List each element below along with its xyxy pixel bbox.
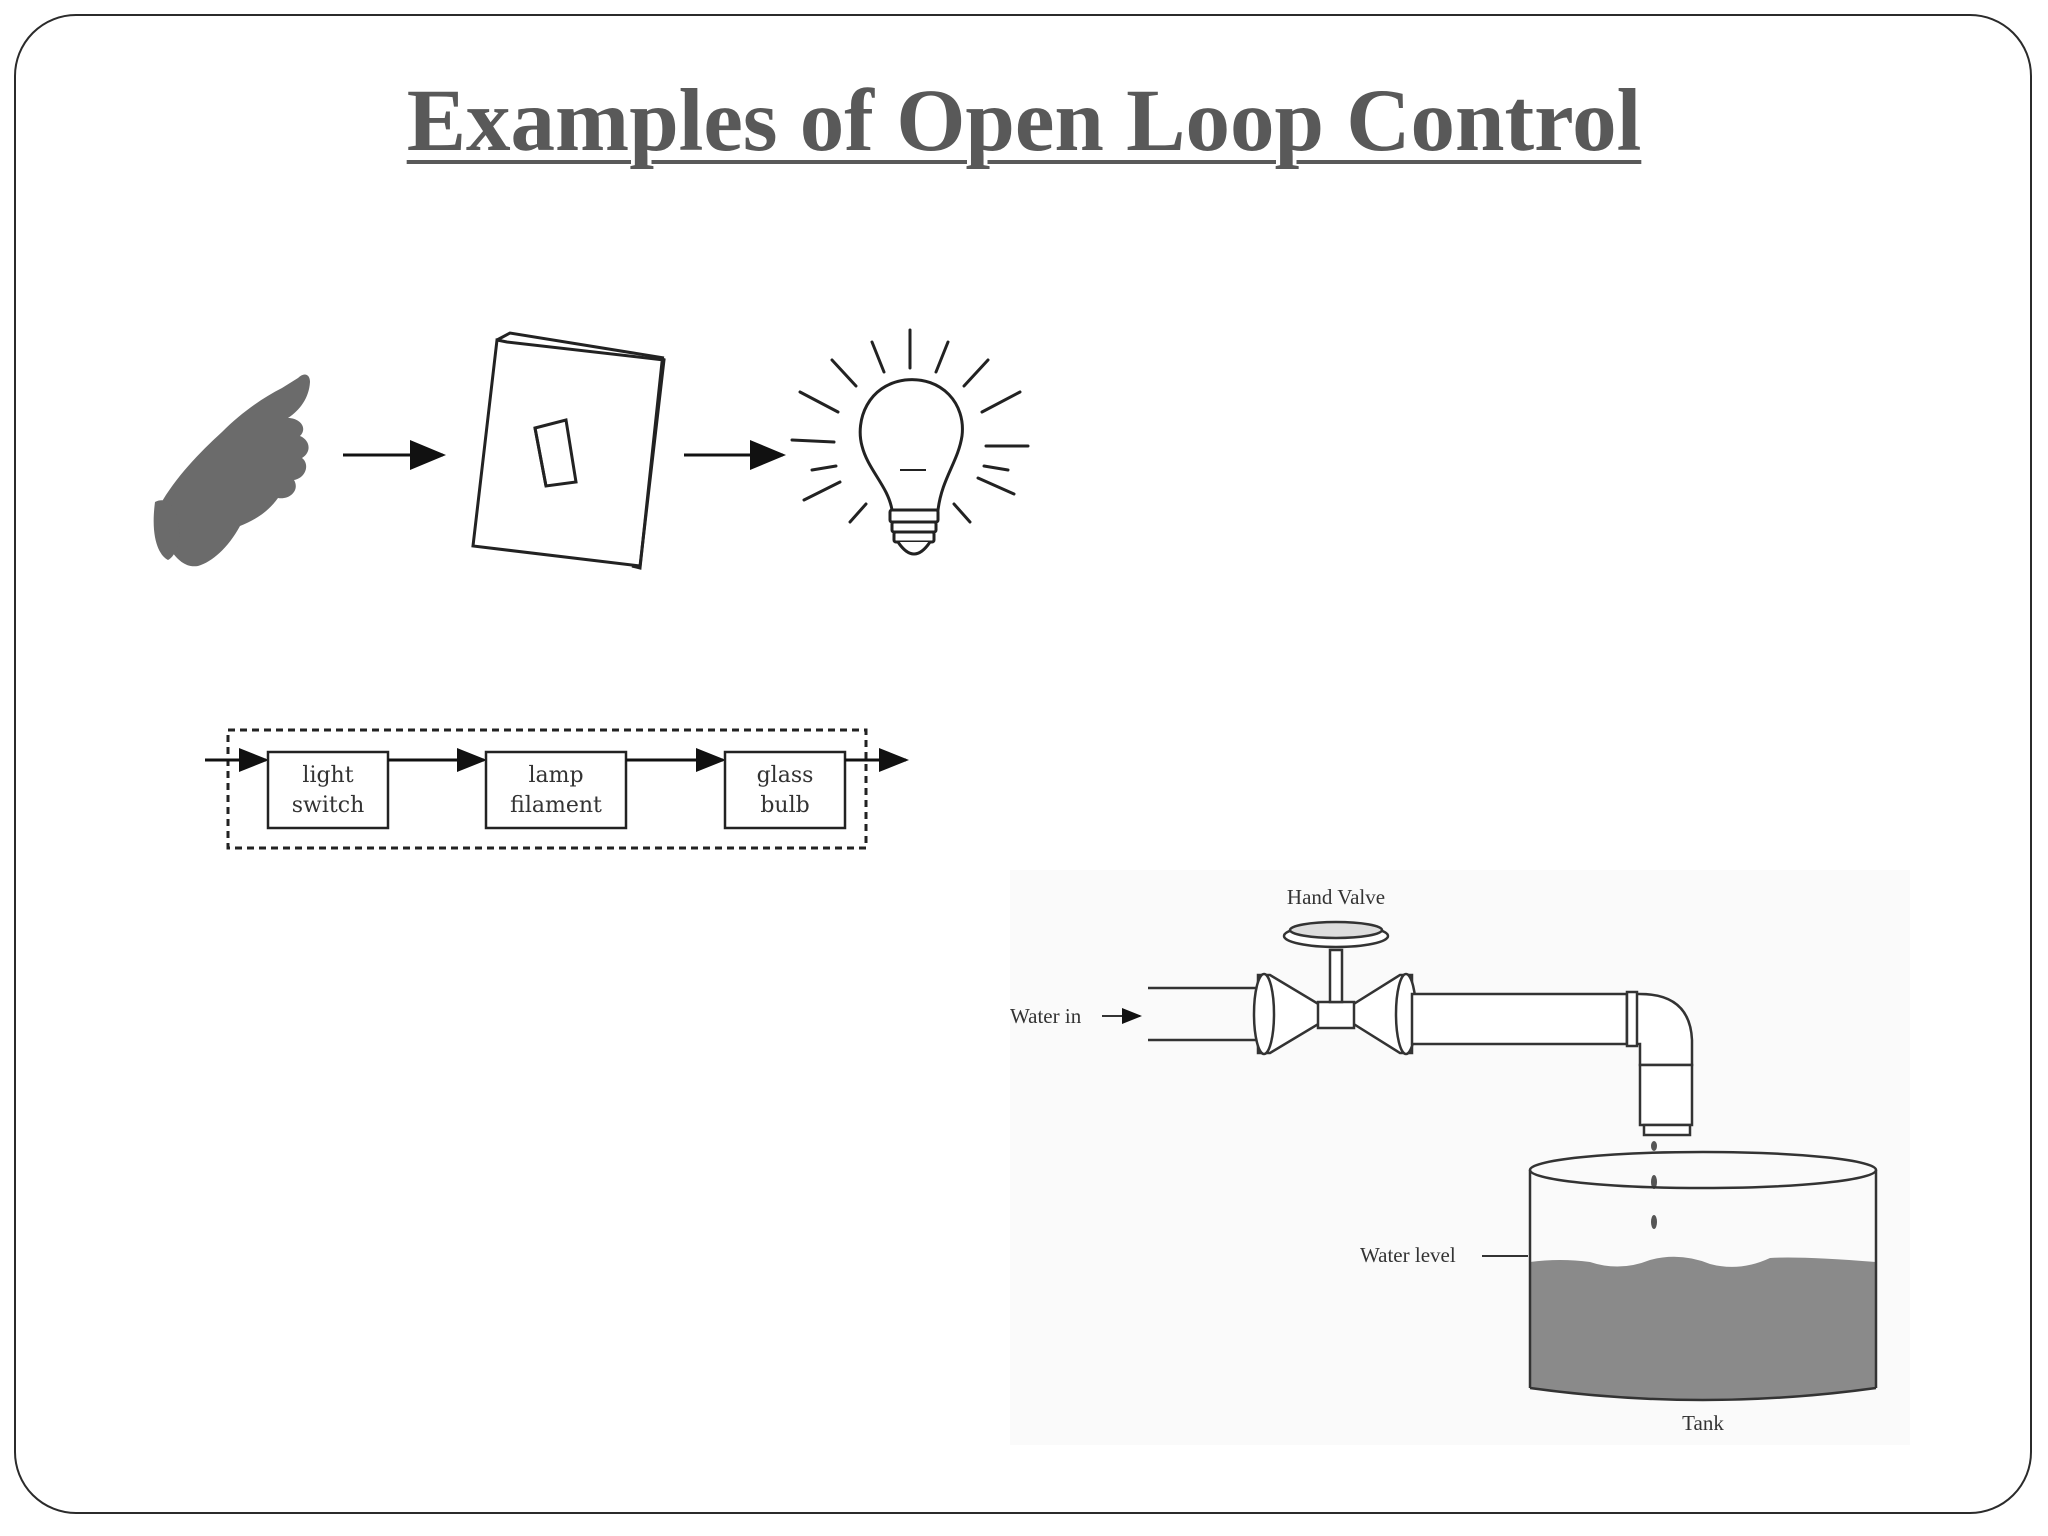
block-3-line2: bulb (760, 793, 809, 818)
water-drops (1651, 1141, 1657, 1229)
wall-switch-icon (471, 331, 666, 570)
inlet-pipe (1148, 986, 1258, 1042)
system-boundary (226, 728, 868, 850)
block-3-line1: glass (757, 763, 814, 788)
block-glass-bulb (723, 750, 847, 830)
hand-pointing-icon (153, 374, 310, 567)
tank (1528, 1150, 1878, 1402)
block-light-switch (266, 750, 390, 830)
block-diagram: light switch lamp filament glass bulb (205, 728, 909, 850)
light-rays (790, 328, 1030, 524)
light-bulb-icon (858, 378, 964, 556)
tank-label: Tank (1682, 1411, 1724, 1435)
block-1-line1: light (302, 763, 353, 788)
hand-valve (1252, 920, 1418, 1056)
hand-valve-label: Hand Valve (1287, 885, 1385, 909)
tank-diagram: Hand Valve Water in Water level Tank (1010, 870, 1910, 1445)
block-2-line2: filament (510, 793, 602, 818)
block-lamp-filament (484, 750, 628, 830)
block-1-line2: switch (292, 793, 365, 818)
water-level-label: Water level (1360, 1243, 1456, 1267)
slide-title: Examples of Open Loop Control (406, 72, 1642, 170)
outlet-pipe (1410, 990, 1694, 1137)
block-2-line1: lamp (528, 763, 583, 788)
water-in-label: Water in (1010, 1004, 1082, 1028)
